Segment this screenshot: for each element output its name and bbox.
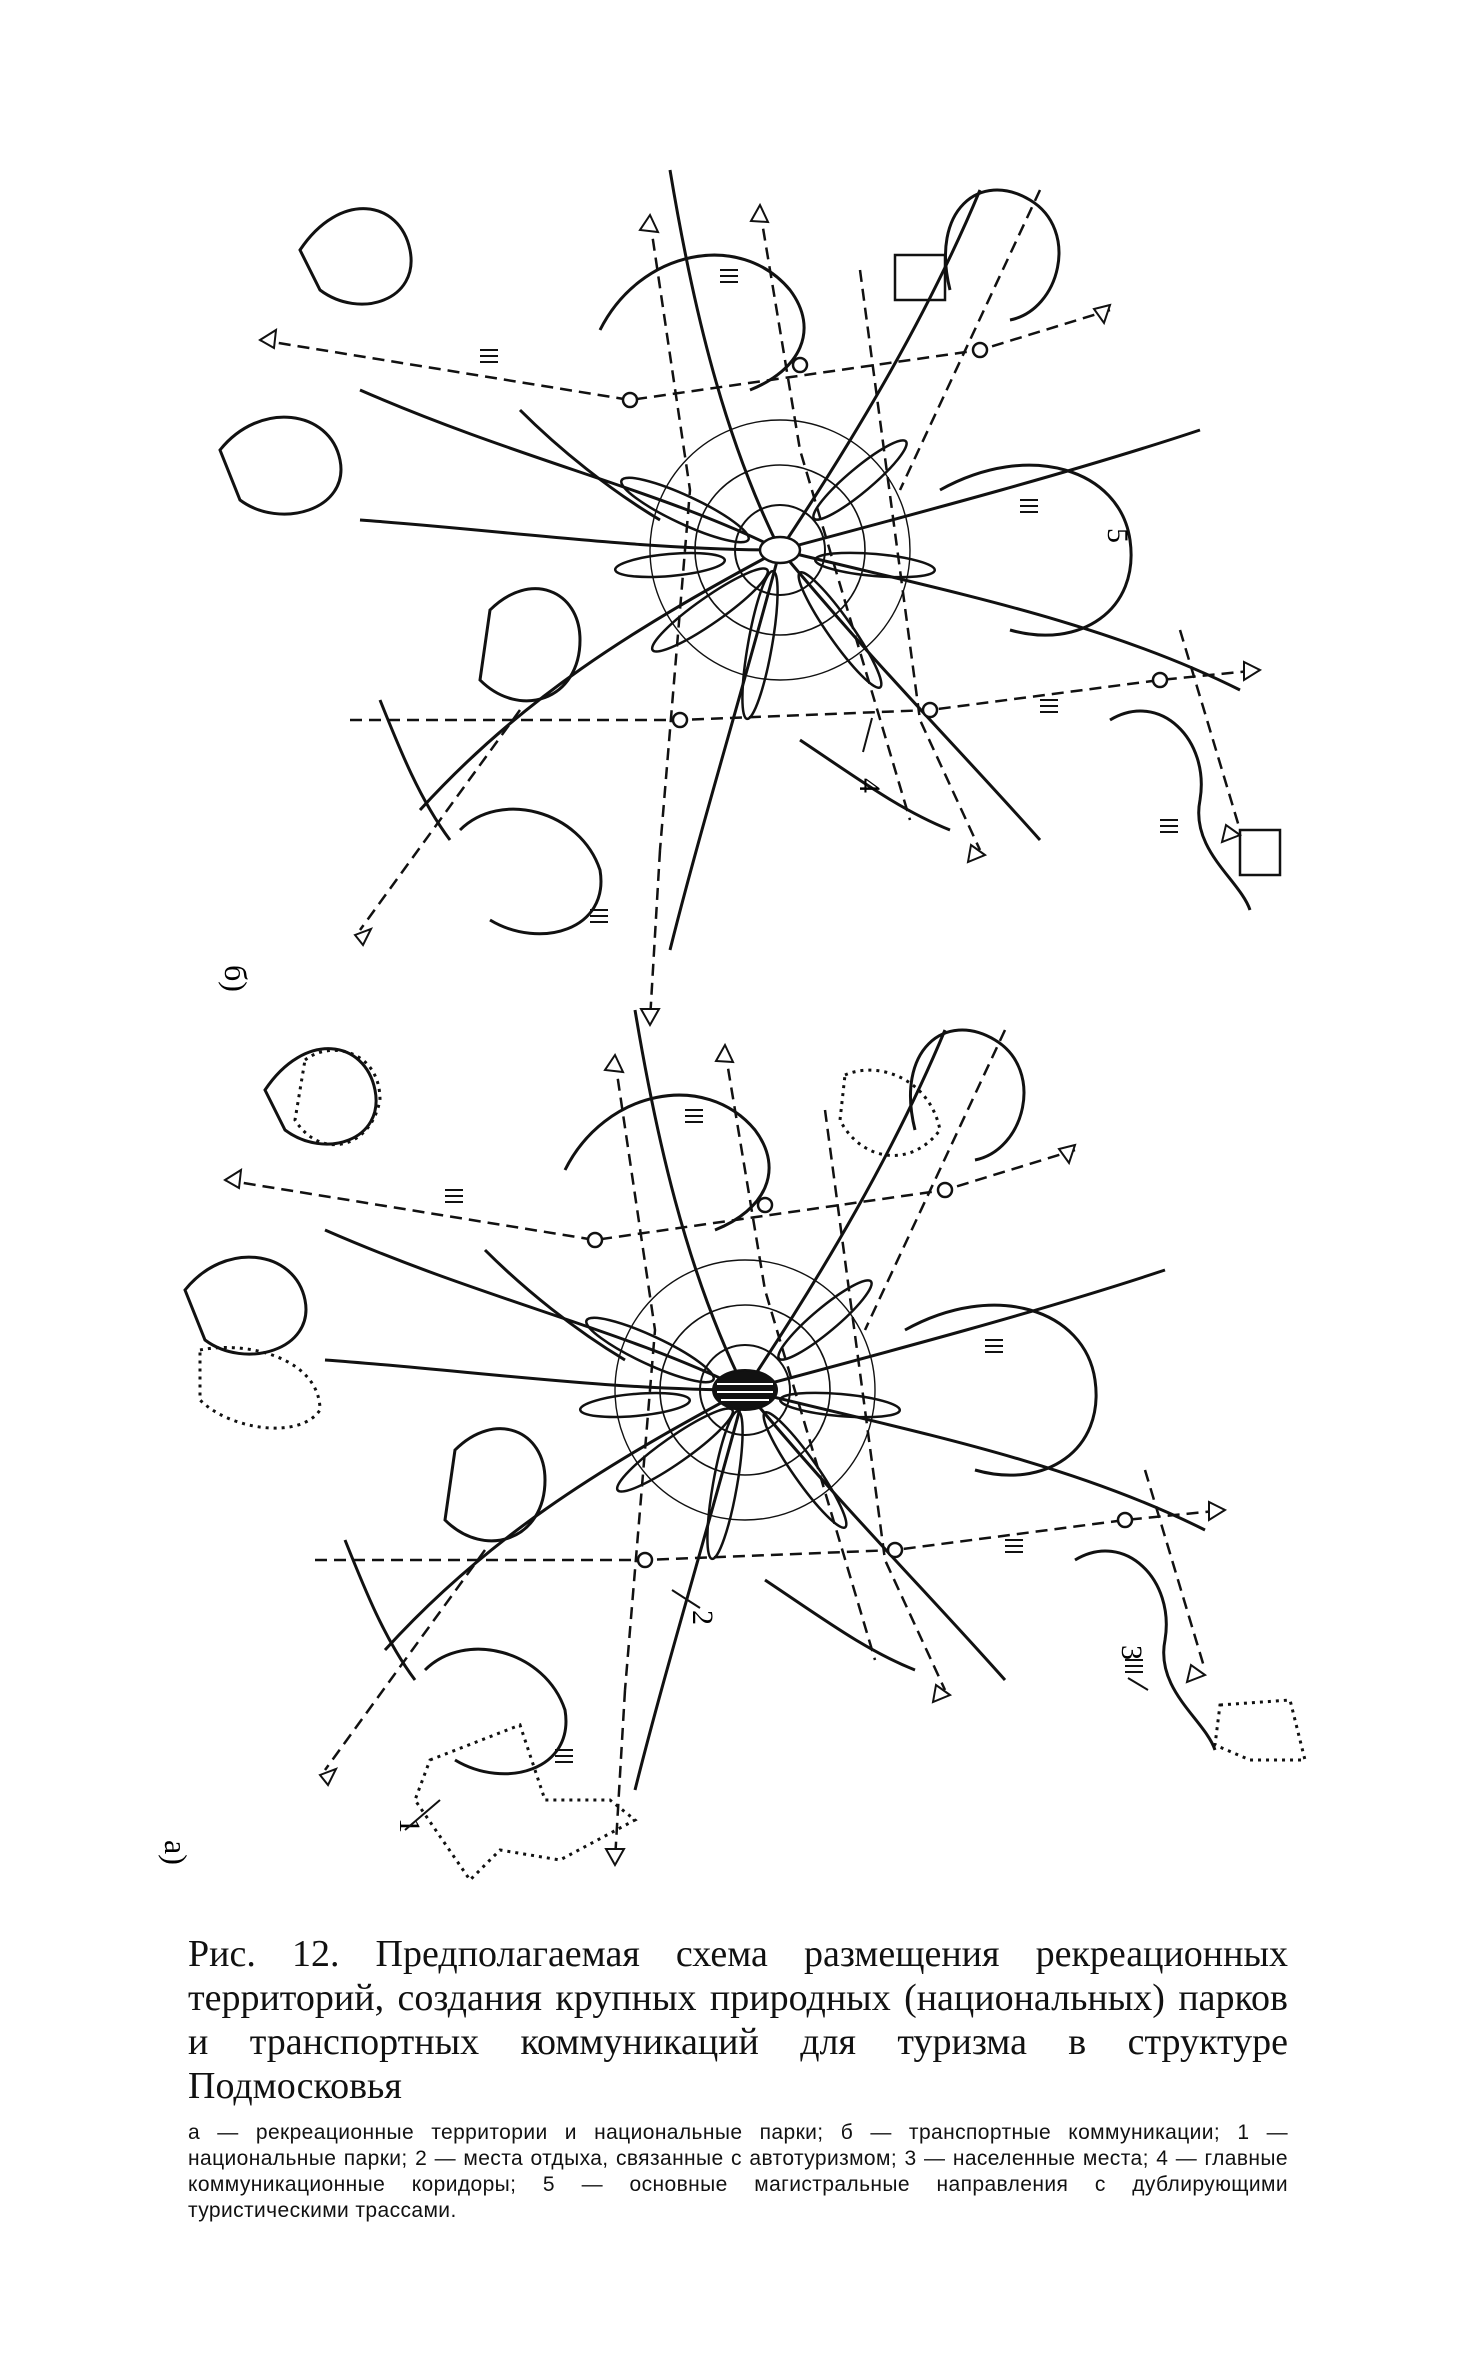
- map-figure: б) 5 4 а) 1 2 3: [158, 168, 1307, 1883]
- callout-4: 4: [853, 778, 886, 793]
- caption-title: Рис. 12. Предполагаемая схема размещения…: [188, 1933, 1288, 2107]
- figure-caption: Рис. 12. Предполагаемая схема размещения…: [188, 1932, 1288, 2224]
- panel-b-label: б): [218, 965, 254, 992]
- callout-2: 2: [686, 1610, 719, 1625]
- recreation-areas-map: [183, 1008, 1307, 1883]
- caption-legend: а — рекреационные территории и националь…: [188, 2121, 1288, 2222]
- panel-a-label: а): [158, 1840, 194, 1865]
- callout-5: 5: [1101, 528, 1134, 543]
- transport-scheme-map: [218, 168, 1282, 1027]
- callout-3: 3: [1115, 1645, 1148, 1660]
